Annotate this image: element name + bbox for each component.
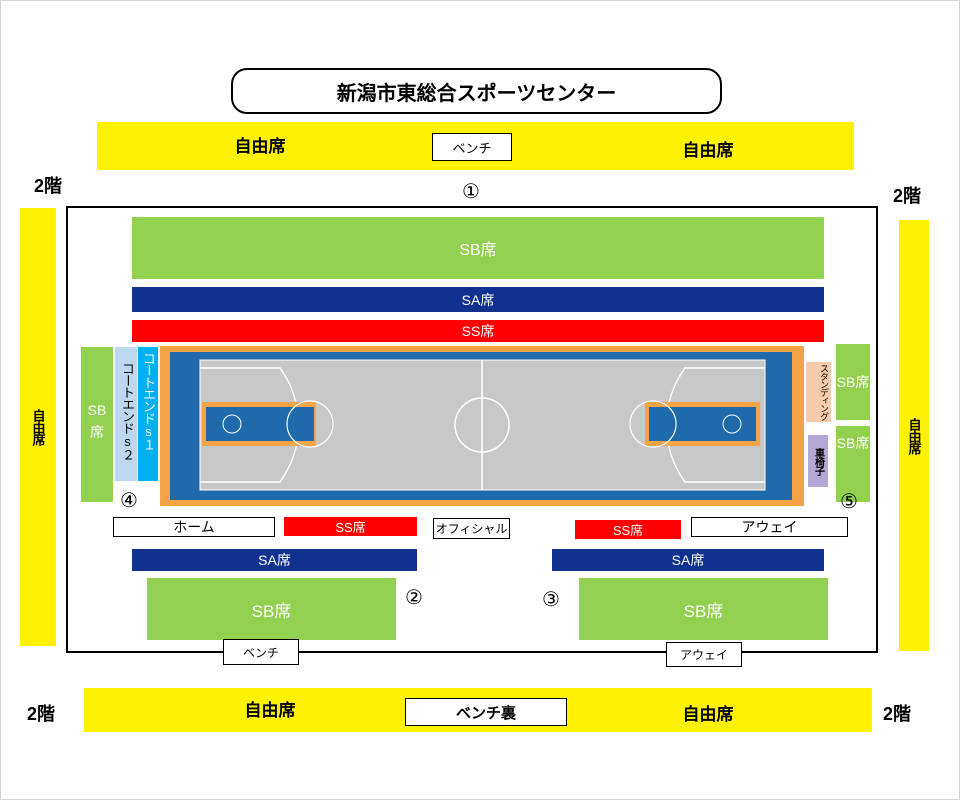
wheelchair-label: 車椅子 bbox=[812, 447, 824, 475]
court-end-s1-seat: コートエンドs１ bbox=[138, 347, 158, 481]
venue-title: 新潟市東総合スポーツセンター bbox=[231, 68, 722, 114]
bench-back-label: ベンチ裏 bbox=[405, 698, 567, 726]
west-sb-seat: SB席 bbox=[81, 347, 113, 502]
bottom-free-seat-left-label: 自由席 bbox=[244, 700, 296, 720]
west-sb-label: SB席 bbox=[87, 402, 107, 440]
court-end-s1-label: コートエンドs１ bbox=[141, 352, 156, 450]
center-circle bbox=[454, 397, 510, 453]
court-end-s2-seat: コートエンドs２ bbox=[115, 347, 137, 481]
left-free-seat-label: 自由席 bbox=[30, 409, 46, 445]
south-sb-seat-left: SB席 bbox=[147, 578, 396, 640]
standing-label: スタンディング bbox=[819, 364, 829, 420]
south-sb-seat-right: SB席 bbox=[579, 578, 828, 640]
floor2-top-left: 2階 bbox=[34, 176, 63, 196]
left-key bbox=[206, 407, 314, 441]
marker-3: ③ bbox=[542, 589, 560, 611]
bottom-away-label: アウェイ bbox=[666, 642, 742, 667]
bottom-bench-label: ベンチ bbox=[223, 639, 299, 665]
away-bench-area: アウェイ bbox=[691, 517, 848, 537]
top-bench-label: ベンチ bbox=[432, 133, 512, 161]
left-ft-circle bbox=[286, 400, 334, 448]
east-sb-upper-label: SB席 bbox=[836, 374, 870, 390]
floor2-top-right: 2階 bbox=[893, 186, 922, 206]
wheelchair-seat: 車椅子 bbox=[808, 435, 828, 487]
south-sa-seat-right: SA席 bbox=[552, 549, 824, 571]
right-free-seat-area: 自由席 bbox=[899, 220, 929, 651]
top-free-seat-right-label: 自由席 bbox=[682, 140, 734, 160]
east-sb-lower-label: SB席 bbox=[836, 435, 870, 451]
north-sb-seat: SB席 bbox=[132, 217, 824, 279]
floor2-bottom-right: 2階 bbox=[883, 704, 912, 724]
north-sa-seat: SA席 bbox=[132, 287, 824, 312]
home-bench-area: ホーム bbox=[113, 517, 275, 537]
marker-5: ⑤ bbox=[840, 491, 858, 513]
standing-seat: スタンディング bbox=[806, 362, 831, 422]
right-ft-circle bbox=[629, 400, 677, 448]
left-hoop bbox=[222, 414, 242, 434]
east-sb-seat-lower: SB席 bbox=[836, 426, 870, 502]
south-sa-seat-left: SA席 bbox=[132, 549, 417, 571]
official-table: オフィシャル bbox=[433, 518, 510, 539]
marker-1: ① bbox=[462, 181, 480, 203]
floor2-bottom-left: 2階 bbox=[27, 704, 56, 724]
courtside-ss-seat-left: SS席 bbox=[284, 517, 417, 536]
left-free-seat-area: 自由席 bbox=[20, 208, 56, 646]
right-key bbox=[649, 407, 756, 441]
bottom-free-seat-right-label: 自由席 bbox=[682, 704, 734, 724]
courtside-ss-seat-right: SS席 bbox=[575, 520, 681, 539]
right-hoop bbox=[722, 414, 742, 434]
top-free-seat-left-label: 自由席 bbox=[234, 136, 286, 156]
east-sb-seat-upper: SB席 bbox=[836, 344, 870, 420]
marker-2: ② bbox=[405, 587, 423, 609]
basketball-court bbox=[160, 346, 804, 506]
right-free-seat-label: 自由席 bbox=[906, 417, 922, 454]
court-end-s2-label: コートエンドs２ bbox=[120, 362, 135, 460]
north-ss-seat: SS席 bbox=[132, 320, 824, 342]
arena-outline bbox=[66, 206, 878, 653]
marker-4: ④ bbox=[120, 490, 138, 512]
